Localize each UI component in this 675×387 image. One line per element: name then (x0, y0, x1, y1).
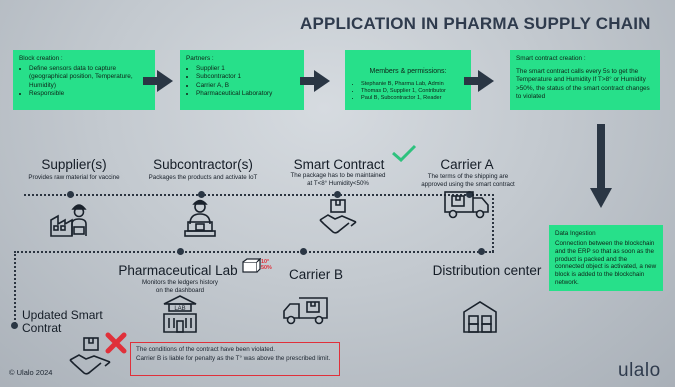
stage-title-updated-contract: Updated Smart Contrat (22, 308, 103, 336)
pharma-lab-building-icon: LAB (163, 295, 197, 333)
stage-sub-supplier: Provides raw material for vaccine (28, 174, 120, 181)
svg-text:LAB: LAB (174, 306, 185, 312)
violation-line: Carrier B is liable for penalty as the T… (136, 354, 331, 362)
path-node (300, 248, 307, 255)
members-box: Members & permissions: Stephanie B, Phar… (345, 50, 471, 110)
data-ingestion-heading: Data Ingestion (555, 230, 596, 237)
member-item: Paul B, Subcontractor 1, Reader (361, 95, 465, 102)
close-icon (105, 332, 127, 354)
path-node (11, 322, 18, 329)
handshake-icon (319, 199, 357, 234)
sensor-package-icon (242, 258, 261, 273)
member-item: Stephanie B, Pharma Lab, Admin (361, 81, 465, 88)
subcontractor-worker-icon (184, 199, 216, 237)
data-ingestion-box: Data Ingestion Connection between the bl… (549, 225, 663, 291)
stage-title-smart-contract: Smart Contract (293, 157, 385, 172)
path-line (14, 251, 16, 327)
block-creation-item: Define sensors data to capture (geograph… (29, 65, 149, 90)
smart-contract-creation-box: Smart contract creation : The smart cont… (510, 50, 660, 110)
path-node (67, 191, 74, 198)
violation-message: The conditions of the contract have been… (130, 342, 340, 376)
stage-sub-subcontractor: Packages the products and activate IoT (148, 174, 258, 181)
stage-title-pharma-lab: Pharmaceutical Lab (118, 263, 238, 278)
partner-item: Pharmaceutical Laboratory (196, 90, 298, 98)
page-title: APPLICATION IN PHARMA SUPPLY CHAIN (300, 14, 651, 33)
partners-box: Partners : Supplier 1 Subcontractor 1 Ca… (180, 50, 304, 110)
stage-title-subcontractor: Subcontractor(s) (153, 157, 253, 172)
check-icon (392, 144, 417, 162)
member-item: Thomas D, Supplier 1, Contributor (361, 88, 465, 95)
block-creation-heading: Block creation : (19, 55, 63, 62)
block-creation-item: Responsible (29, 90, 149, 98)
handshake-icon (69, 337, 111, 375)
path-node (478, 248, 485, 255)
partners-heading: Partners : (186, 55, 214, 62)
path-line (492, 194, 494, 252)
partner-item: Subcontractor 1 (196, 73, 298, 81)
copyright: © Ulalo 2024 (9, 368, 53, 377)
stage-title-carrier-b: Carrier B (288, 267, 343, 282)
stage-title-carrier-a: Carrier A (440, 157, 494, 172)
stage-sub-carrier-a: The terms of the shipping are approved u… (421, 173, 515, 188)
violation-line: The conditions of the contract have been… (136, 346, 275, 353)
block-creation-box: Block creation : Define sensors data to … (13, 50, 155, 110)
sensor-humidity: 50% (261, 265, 272, 272)
data-ingestion-body: Connection between the blockchain and th… (555, 239, 657, 287)
stage-title-distribution: Distribution center (432, 263, 542, 278)
brand-logo: ulalo (618, 360, 661, 381)
flow-arrow-icon (300, 70, 330, 92)
stage-title-supplier: Supplier(s) (41, 157, 107, 172)
flow-arrow-icon (464, 70, 494, 92)
members-heading: Members & permissions: (369, 68, 447, 75)
partner-item: Supplier 1 (196, 65, 298, 73)
stage-sub-pharma-lab: Monitors the ledgers history on the dash… (141, 279, 218, 294)
path-line (24, 194, 494, 196)
down-arrow-icon (590, 124, 612, 208)
path-node (177, 248, 184, 255)
stage-sub-smart-contract: The package has to be maintained at T<8°… (290, 172, 386, 187)
partner-item: Carrier A, B (196, 82, 298, 90)
flow-arrow-icon (143, 70, 173, 92)
path-node (334, 191, 341, 198)
sensor-readings: 10° 50% (261, 259, 272, 271)
smart-contract-creation-body: The smart contract calls every 5s to get… (516, 68, 650, 100)
supplier-worker-icon (50, 204, 87, 237)
path-line (14, 251, 494, 253)
path-node (466, 191, 473, 198)
smart-contract-creation-heading: Smart contract creation : (516, 55, 586, 62)
truck-icon (283, 297, 328, 325)
warehouse-icon (463, 301, 497, 333)
sensor-temp: 10° (261, 259, 270, 265)
truck-icon (444, 191, 489, 219)
path-node (198, 191, 205, 198)
